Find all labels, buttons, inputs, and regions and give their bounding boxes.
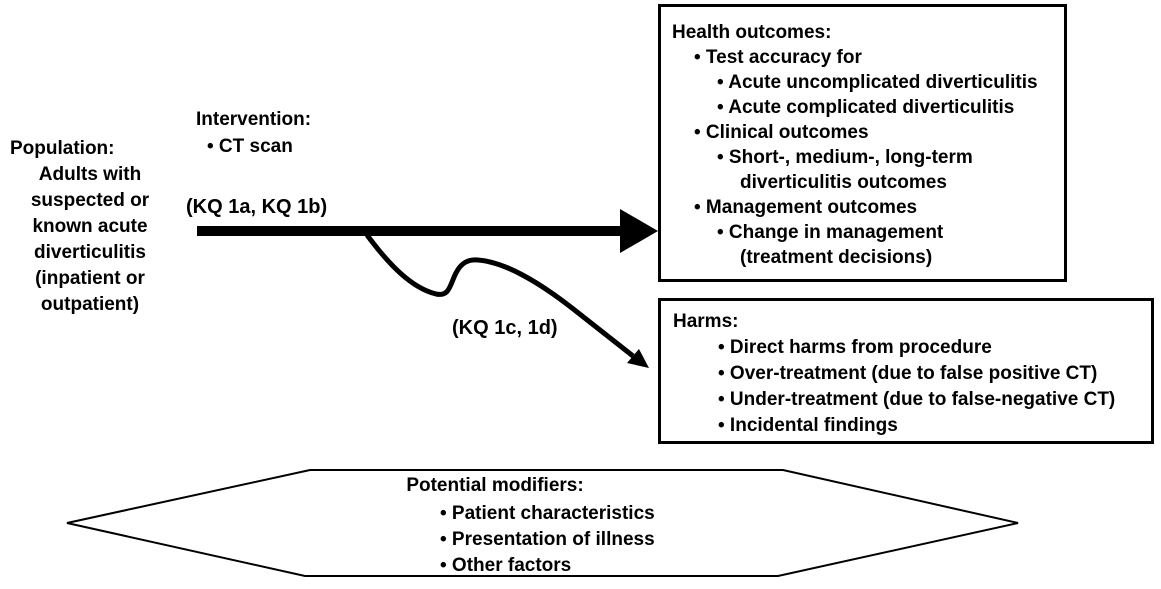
harms-item: • Direct harms from procedure [718, 337, 992, 358]
kq-main-label: (KQ 1a, KQ 1b) [186, 196, 328, 218]
health-outcome-item: • Short-, medium-, long-term [717, 147, 973, 168]
harms-title: Harms: [673, 311, 739, 332]
harms-item: • Under-treatment (due to false-negative… [718, 389, 1116, 410]
population-line: (inpatient or [35, 268, 145, 289]
harms-arrow-curve [364, 233, 635, 358]
population-line: Adults with [38, 164, 142, 185]
health-outcome-item: • Clinical outcomes [694, 122, 869, 143]
population-block: Population: Adults with suspected or kno… [8, 136, 172, 318]
health-outcome-item: • Acute complicated diverticulitis [717, 97, 1015, 118]
health-outcome-item: • Change in management [717, 222, 944, 243]
intervention-block: Intervention: • CT scan [196, 106, 311, 160]
intervention-title: Intervention: [196, 109, 312, 130]
health-outcome-item: • Acute uncomplicated diverticulitis [717, 72, 1038, 93]
population-line: diverticulitis [34, 242, 146, 263]
health-outcome-item: • Test accuracy for [694, 47, 862, 68]
health-outcomes-box: Health outcomes: • Test accuracy for • A… [658, 4, 1067, 282]
harms-arrow-head [627, 349, 649, 368]
modifiers-item: • Patient characteristics [440, 503, 655, 524]
harms-item: • Incidental findings [718, 415, 898, 436]
intervention-item: • CT scan [207, 136, 293, 157]
main-arrow-head [620, 209, 658, 253]
population-title: Population: [10, 138, 115, 159]
health-outcome-item-continuation: (treatment decisions) [740, 247, 933, 268]
harms-box: Harms: • Direct harms from procedure • O… [658, 298, 1154, 444]
health-outcomes-title: Health outcomes: [672, 22, 832, 43]
modifiers-items: • Patient characteristics • Presentation… [440, 501, 655, 579]
modifiers-item: • Presentation of illness [440, 529, 655, 550]
harms-item: • Over-treatment (due to false positive … [718, 363, 1098, 384]
population-line: outpatient) [40, 294, 140, 315]
modifiers-item: • Other factors [440, 555, 572, 576]
health-outcome-item-continuation: diverticulitis outcomes [740, 172, 947, 193]
modifiers-title: Potential modifiers: [406, 475, 584, 496]
population-lines: Adults with suspected or known acute div… [8, 162, 172, 318]
modifiers-hexagon [66, 469, 1019, 577]
health-outcome-item: • Management outcomes [694, 197, 918, 218]
population-line: suspected or [30, 190, 150, 211]
population-line: known acute [32, 216, 148, 237]
kq-harms-label: (KQ 1c, 1d) [452, 317, 558, 339]
